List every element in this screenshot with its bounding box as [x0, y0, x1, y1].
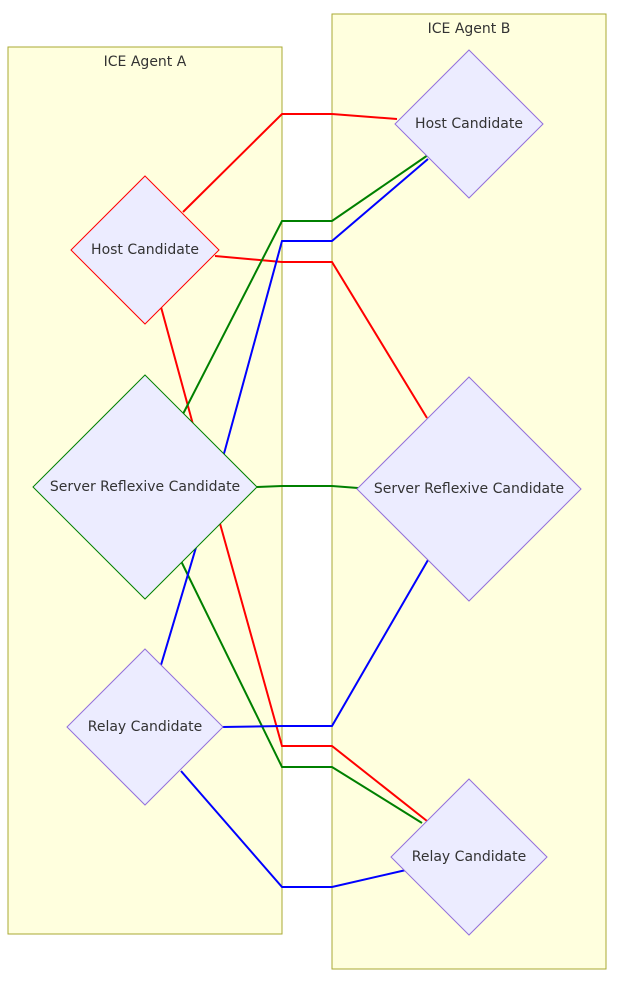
node-relay-candidate-a: Relay Candidate: [66, 648, 224, 806]
node-srflx-candidate-a-label: Server Reflexive Candidate: [50, 479, 240, 495]
node-host-candidate-a: Host Candidate: [70, 175, 220, 325]
node-host-candidate-a-label: Host Candidate: [91, 242, 199, 258]
node-srflx-candidate-b: Server Reflexive Candidate: [356, 376, 582, 602]
node-srflx-candidate-a: Server Reflexive Candidate: [32, 374, 258, 600]
node-host-candidate-b: Host Candidate: [394, 49, 544, 199]
edge-host-a-to-host-b: [182, 113, 398, 213]
node-host-candidate-b-label: Host Candidate: [415, 116, 523, 132]
node-relay-candidate-b-label: Relay Candidate: [412, 849, 527, 865]
node-relay-candidate-b: Relay Candidate: [390, 778, 548, 936]
node-srflx-candidate-b-label: Server Reflexive Candidate: [374, 481, 564, 497]
edge-host-a-to-srflx-b: [214, 255, 428, 419]
edge-relay-a-to-relay-b: [180, 770, 407, 888]
edge-relay-a-to-srflx-b: [221, 559, 429, 728]
edge-srflx-a-to-relay-b: [180, 560, 423, 824]
edges-srflx-a: [180, 154, 429, 824]
node-relay-candidate-a-label: Relay Candidate: [88, 719, 203, 735]
cluster-agent-a-title: ICE Agent A: [104, 54, 187, 70]
edge-srflx-a-to-host-b: [182, 154, 429, 415]
edge-srflx-a-to-srflx-b: [256, 485, 359, 489]
cluster-agent-b-title: ICE Agent B: [428, 21, 511, 37]
